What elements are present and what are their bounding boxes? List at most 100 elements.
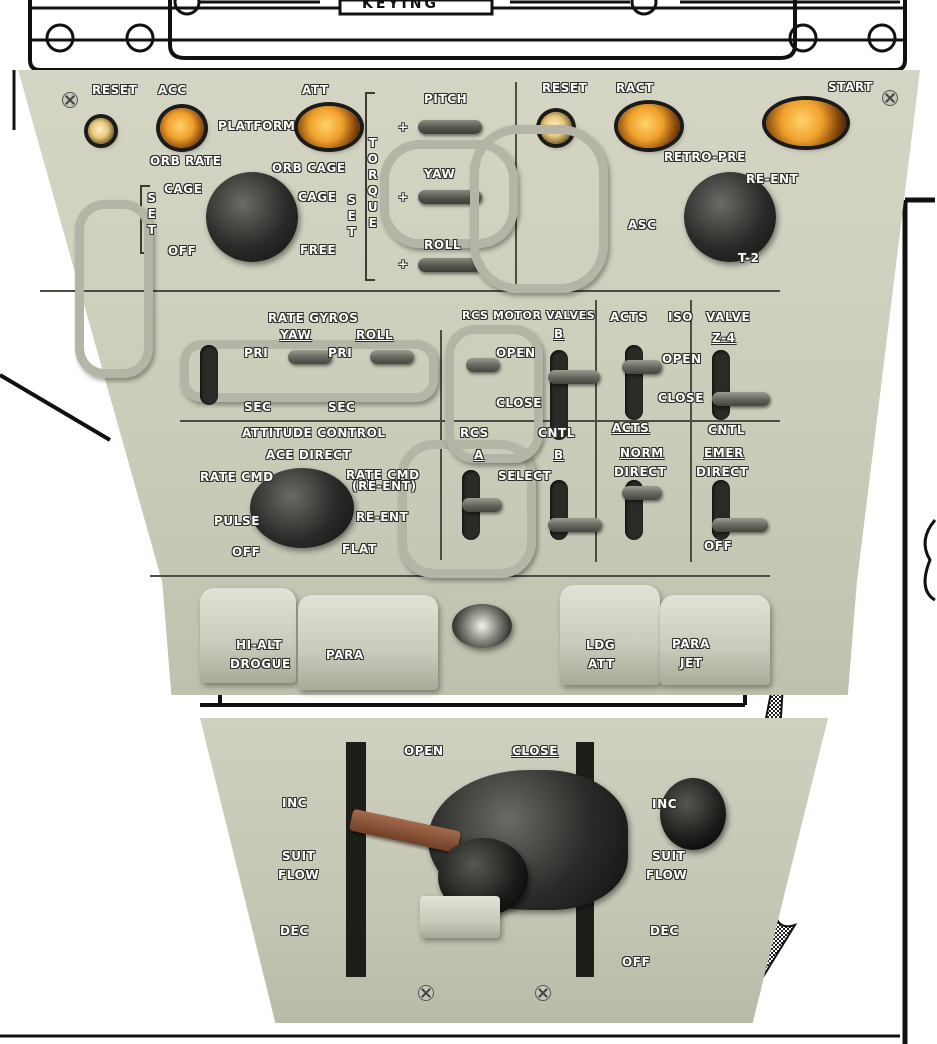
screw-icon [418,985,434,1001]
yaw-torque-toggle-icon[interactable] [418,190,482,204]
para-jet-handle[interactable] [660,595,770,685]
cage-selector-knob-icon[interactable] [206,172,298,262]
open-rcs-label: OPEN [496,346,536,360]
rate-cmd-reent-label-1: RATE CMD [346,468,420,482]
hi-alt-label: HI-ALT [236,638,283,652]
toggle-guard [380,140,518,248]
right-flow-knob-icon[interactable] [660,778,726,850]
reset-left-label: RESET [92,83,138,97]
panel-divider [40,290,780,292]
para-2-label: PARA [672,637,710,651]
norm-label: NORM [620,446,664,460]
off-left-label: OFF [168,244,197,258]
torque-bracket [365,92,375,281]
attitude-control-label: ATTITUDE CONTROL [242,426,386,440]
para-1-label: PARA [326,648,364,662]
t2-label: T-2 [738,251,760,265]
emer-direct-toggle-icon[interactable] [712,518,768,532]
close-rcs-label: CLOSE [496,396,543,410]
cntl-2-label: CNTL [708,423,746,437]
ract-retro-pre-lamp-icon[interactable] [618,104,680,148]
cage-right-label: CAGE [298,190,337,204]
rcs-valve-b-toggle-icon[interactable] [548,370,600,384]
sec-2-label: SEC [328,400,356,414]
start-label: START [828,80,874,94]
asc-label: ASC [628,218,657,232]
left-flow-track [346,742,366,977]
inc-right-label: INC [652,797,678,811]
rcs-valve-a-toggle-icon[interactable] [466,358,500,372]
re-entry-selector-knob-icon[interactable] [684,172,776,262]
att-orb-cage-lamp-icon[interactable] [298,106,360,148]
att-bottom-label: ATT [588,657,615,671]
panel-divider [595,300,597,562]
drogue-label: DROGUE [230,657,291,671]
para-handle[interactable] [298,595,438,690]
pitch-torque-toggle-icon[interactable] [418,120,482,134]
toggle-guard [180,340,438,402]
toggle-guard [470,125,608,293]
keying-label: KEYING [362,0,439,12]
jet-label: JET [680,656,703,670]
rate-gyros-label: RATE GYROS [268,311,359,325]
z4-valve-toggle-icon[interactable] [712,392,770,406]
yaw-pri-toggle-icon[interactable] [288,350,332,364]
pri-2-label: PRI [328,346,353,360]
a-label: A [474,448,484,462]
direct-1-label: DIRECT [614,465,667,479]
panel-divider [180,420,780,422]
flat-label: FLAT [342,542,377,556]
att-label: ATT [302,83,329,97]
roll-plus-label: + [398,257,409,271]
toggle-guard [75,200,153,378]
cntl-b-toggle-icon[interactable] [548,518,602,532]
panel-divider [690,300,692,562]
upper-control-panel [18,70,920,695]
set-left-label: SET [147,191,157,237]
pri-1-label: PRI [244,346,269,360]
direct-2-label: DIRECT [696,465,749,479]
off-lower-label: OFF [622,955,651,969]
open-acts-label: OPEN [662,352,702,366]
free-label: FREE [300,243,337,257]
start-lamp-icon[interactable] [766,100,846,146]
reset-lamp-icon[interactable] [88,118,114,144]
inc-left-label: INC [282,796,308,810]
z4-label: Z-4 [712,331,736,345]
rate-cmd-reent-label-2: (RE-ENT) [352,479,417,493]
rcs-a-select-toggle-icon[interactable] [462,498,502,512]
hi-alt-drogue-handle[interactable] [200,588,296,683]
off-right-label: OFF [704,539,733,553]
b-mid-label: B [554,448,564,462]
roll-pri-toggle-icon[interactable] [370,350,414,364]
acc-platform-lamp-icon[interactable] [160,108,204,148]
roll-torque-toggle-icon[interactable] [418,258,482,272]
reset-right-label: RESET [542,81,588,95]
acts-norm-toggle-icon[interactable] [622,486,662,500]
left-flow-block [420,896,500,938]
pulse-label: PULSE [214,514,261,528]
re-ent-mid-label: RE-ENT [356,510,409,524]
acts-2-label: ACTS [612,421,650,435]
acts-iso-label: ACTS [610,310,648,324]
acc-label: ACC [158,83,187,97]
rate-gyro-slot-icon [200,345,218,405]
z4-valve-slot-icon [712,350,730,420]
dec-left-label: DEC [280,924,309,938]
torque-label: TORQUE [367,136,379,230]
yaw-plus-label: + [398,190,409,204]
ldg-att-handle[interactable] [560,585,660,685]
roll-label: ROLL [356,328,394,342]
attitude-control-knob-icon[interactable] [250,468,354,548]
yaw-torque-label: YAW [424,167,456,181]
cntl-1-label: CNTL [538,426,576,440]
off-att-label: OFF [232,545,261,559]
screw-icon [882,90,898,106]
flow-left-label: FLOW [278,868,320,882]
center-connector-icon [452,604,512,648]
sec-1-label: SEC [244,400,272,414]
acts-iso-toggle-icon[interactable] [622,360,662,374]
roll-torque-label: ROLL [424,238,462,252]
re-ent-top-label: RE-ENT [746,172,799,186]
ract-label: RACT [616,81,654,95]
